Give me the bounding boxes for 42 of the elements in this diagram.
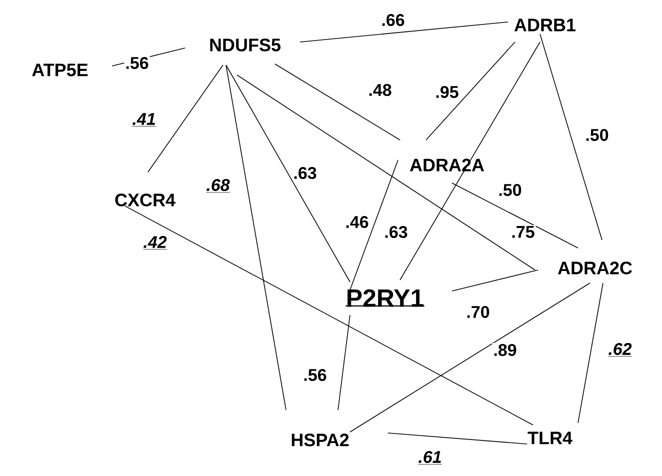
connector-line [226, 64, 350, 282]
edge-label: .50 [584, 128, 610, 142]
edge-label: .41 [131, 112, 157, 128]
edge-label: .48 [367, 82, 393, 98]
gene-label: ADRB1 [514, 18, 576, 32]
connector-line [236, 74, 536, 270]
connector-line [452, 270, 538, 292]
edge-label: .61 [417, 450, 443, 466]
connector-line [388, 432, 528, 444]
connector-line [274, 64, 400, 140]
edge-label: .95 [434, 84, 460, 100]
edge-label: .89 [492, 342, 518, 357]
edge-label: .66 [380, 12, 406, 28]
connector-line [148, 64, 224, 172]
connector-line [350, 160, 398, 290]
gene-label: HSPA2 [292, 434, 349, 446]
edge-label: .62 [607, 342, 633, 358]
edge-label: .50 [497, 182, 523, 197]
connector-line [300, 22, 508, 42]
connector-line [124, 206, 534, 426]
edge-label: .63 [383, 224, 409, 240]
connector-line [540, 34, 602, 240]
connector-line [400, 42, 540, 280]
edge-label: .68 [205, 178, 231, 194]
edge-label: .46 [344, 214, 370, 230]
edge-label: .63 [292, 166, 318, 180]
gene-label: ADRA2C [558, 262, 632, 274]
gene-label: CXCR4 [115, 194, 176, 206]
edge-label: .70 [465, 304, 491, 319]
connector-line [578, 282, 604, 424]
connector-line [426, 42, 516, 140]
connector-line [338, 314, 350, 410]
connector-line [350, 282, 590, 432]
gene-label: TLR4 [528, 432, 572, 444]
edge-label: .56 [124, 56, 150, 70]
gene-label: NDUFS5 [210, 38, 280, 52]
edge-label: .42 [142, 235, 168, 251]
edge-label: .75 [510, 225, 536, 239]
connector-line [452, 182, 578, 248]
connector-line [226, 64, 286, 410]
edge-label: .56 [302, 368, 328, 382]
gene-label: ATP5E [32, 64, 88, 76]
